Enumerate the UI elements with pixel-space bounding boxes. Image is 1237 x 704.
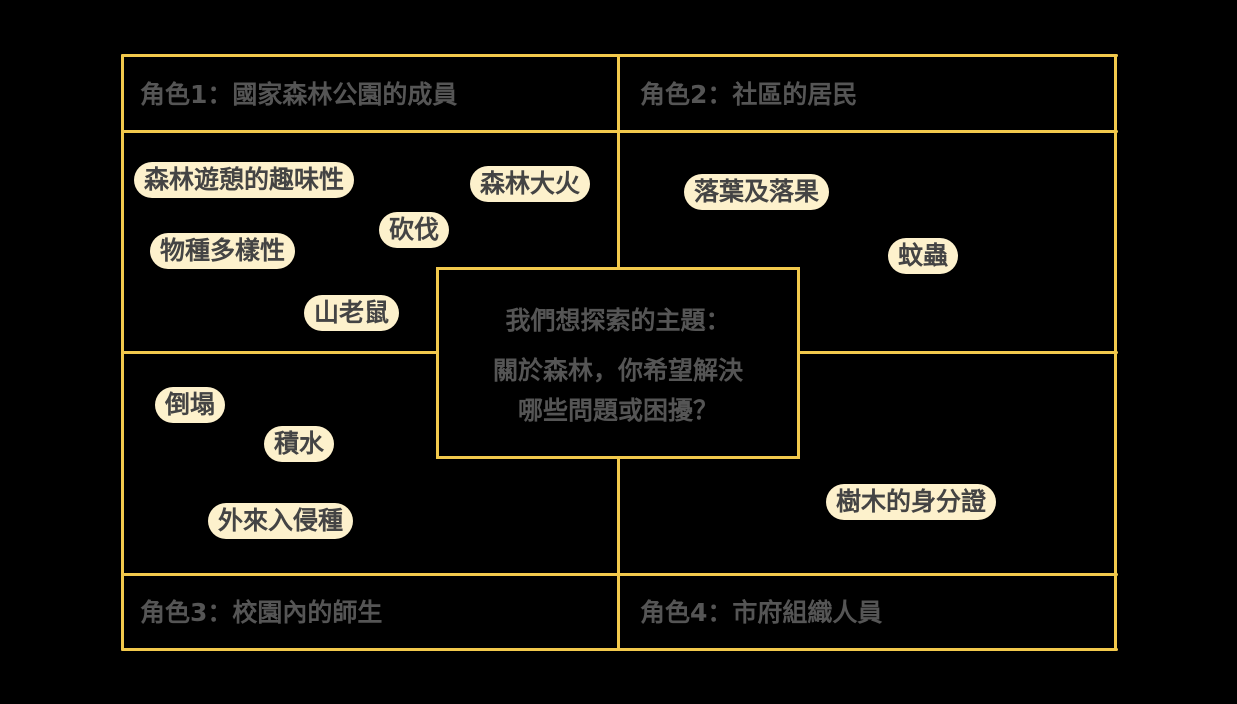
grid-line-left <box>121 54 124 651</box>
central-topic-box: 我們想探索的主題： 關於森林，你希望解決 哪些問題或困擾？ <box>436 267 800 459</box>
sticky-note[interactable]: 砍伐 <box>379 212 450 248</box>
central-question-line-1: 關於森林，你希望解決 <box>492 356 743 385</box>
central-question-line-2: 哪些問題或困擾？ <box>517 396 718 425</box>
role-1-label: 角色1：國家森林公園的成員 <box>140 80 458 109</box>
sticky-note[interactable]: 山老鼠 <box>304 295 400 331</box>
sticky-note[interactable]: 倒塌 <box>155 387 226 423</box>
sticky-note[interactable]: 森林遊憩的趣味性 <box>134 162 355 198</box>
sticky-note[interactable]: 積水 <box>264 426 335 462</box>
role-4-label: 角色4：市府組織人員 <box>640 598 883 627</box>
role-2-label: 角色2：社區的居民 <box>640 80 858 109</box>
sticky-note[interactable]: 森林大火 <box>470 166 591 202</box>
sticky-note[interactable]: 落葉及落果 <box>684 174 830 210</box>
sticky-note[interactable]: 物種多樣性 <box>150 233 296 269</box>
sticky-note[interactable]: 樹木的身分證 <box>826 484 997 520</box>
central-topic-title: 我們想探索的主題： <box>505 306 731 335</box>
sticky-note[interactable]: 外來入侵種 <box>208 503 354 539</box>
grid-line-right <box>1114 54 1117 651</box>
role-3-label: 角色3：校園內的師生 <box>140 598 383 627</box>
sticky-note[interactable]: 蚊蟲 <box>888 238 959 274</box>
